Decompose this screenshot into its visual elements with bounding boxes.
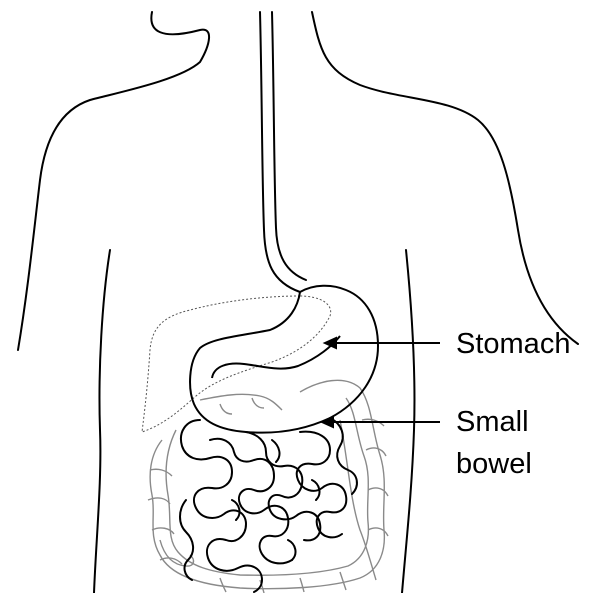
small-bowel-label-line1: Small: [456, 404, 529, 440]
pointer-lines: [322, 338, 440, 427]
small-bowel: [180, 418, 357, 592]
oesophagus: [260, 12, 306, 292]
small-bowel-label-line2: bowel: [456, 446, 532, 482]
right-body-contour: [312, 12, 578, 344]
stomach-arrowhead: [325, 338, 336, 348]
stomach-outline: [190, 286, 378, 433]
left-flank-contour: [94, 250, 110, 593]
stomach-label: Stomach: [456, 326, 570, 362]
left-body-contour: [18, 12, 209, 350]
stomach-inner-fold: [212, 336, 340, 378]
small-bowel-arrowhead: [322, 417, 333, 427]
